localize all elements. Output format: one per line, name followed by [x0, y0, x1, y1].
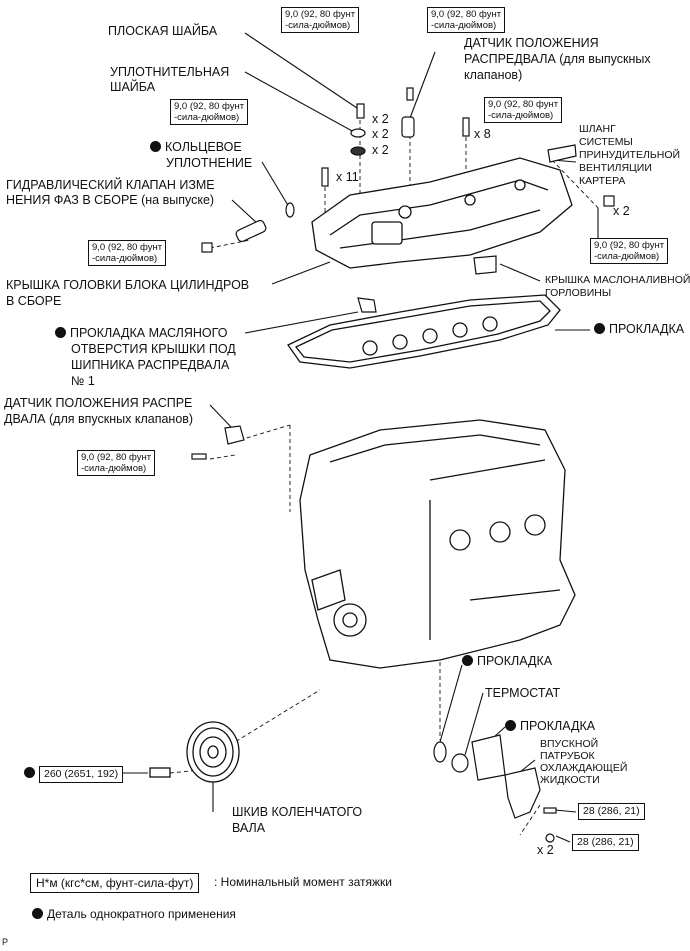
- torque-box-2: 9,0 (92, 80 фунт-сила-дюймов): [427, 7, 506, 33]
- seal-washer-part: [350, 146, 366, 156]
- inlet-nut-torque: 28 (286, 21): [572, 834, 639, 851]
- vvt-valve-label-1: ГИДРАВЛИЧЕСКИЙ КЛАПАН ИЗМЕ: [6, 178, 215, 192]
- pcv-hose-label-3: ПРИНУДИТЕЛЬНОЙ: [579, 149, 681, 161]
- water-inlet-part: [504, 767, 541, 819]
- single-use-dot: [32, 908, 43, 919]
- torque-box-5: 9,0 (92, 80 фунт-сила-дюймов): [88, 240, 167, 266]
- leader-head-cover: [271, 261, 331, 285]
- thermostat-part: [451, 753, 469, 773]
- qty-flat-washer: x 2: [372, 112, 389, 126]
- leader-seal-washer: [244, 71, 355, 133]
- o-ring-label-1: КОЛЬЦЕВОЕ: [150, 140, 242, 155]
- legend-single-use: Деталь однократного применения: [32, 907, 236, 922]
- flat-washer-part: [350, 128, 366, 138]
- torque-box-7: 9,0 (92, 80 фунт-сила-дюймов): [77, 450, 156, 476]
- single-use-dot: [505, 720, 516, 731]
- head-cover-label-2: В СБОРЕ: [6, 294, 62, 308]
- inlet-bolt-torque: 28 (286, 21): [578, 803, 645, 820]
- cam-sensor-ex-part: [401, 116, 415, 138]
- cam-cap-gasket-label-4: № 1: [71, 374, 95, 388]
- inlet-label-2: ПАТРУБОК: [540, 750, 595, 762]
- single-use-dot: [24, 767, 35, 778]
- leader-inlet-nut: [555, 835, 571, 843]
- vvt-valve-label-2: НЕНИЯ ФАЗ В СБОРЕ (на выпуске): [6, 193, 215, 207]
- legend-units-box: Н*м (кгс*см, фунт-сила-фут): [30, 873, 200, 893]
- cam-sensor-in-label-1: ДАТЧИК ПОЛОЖЕНИЯ РАСПРЕ: [4, 396, 193, 410]
- cam-cap-gasket-label-2: ОТВЕРСТИЯ КРЫШКИ ПОД: [71, 342, 236, 356]
- leader-inlet: [519, 759, 536, 773]
- figure-code: P: [2, 937, 9, 947]
- single-use-dot: [462, 655, 473, 666]
- torque-box-6: 9,0 (92, 80 фунт-сила-дюймов): [590, 238, 669, 264]
- qty-cover-bolts: x 11: [336, 170, 359, 184]
- seal-washer-label-1: УПЛОТНИТЕЛЬНАЯ: [110, 65, 230, 79]
- leader-gasket-lower1: [439, 664, 463, 743]
- torque-box-3: 9,0 (92, 80 фунт-сила-дюймов): [170, 99, 249, 125]
- inlet-label-1: ВПУСКНОЙ: [540, 738, 599, 750]
- pcv-hose-label-2: СИСТЕМЫ: [579, 136, 633, 148]
- leader-thermostat: [464, 692, 484, 756]
- qty-inlet-nut: x 2: [537, 843, 554, 857]
- pulley-label-1: ШКИВ КОЛЕНЧАТОГО: [232, 805, 363, 819]
- single-use-dot: [150, 141, 161, 152]
- leader-cam-sensor-ex: [409, 51, 436, 119]
- gasket-drawing: [287, 294, 561, 369]
- o-ring-label-2: УПЛОТНЕНИЕ: [166, 156, 253, 170]
- head-cover-drawing: [311, 157, 573, 269]
- leader-vvt-valve: [231, 199, 259, 225]
- cam-sensor-in-part: [224, 425, 245, 445]
- single-use-dot: [55, 327, 66, 338]
- pcv-hose-label-1: ШЛАНГ: [579, 123, 616, 135]
- legend-units-text: : Номинальный момент затяжки: [214, 875, 392, 889]
- flat-washer-label: ПЛОСКАЯ ШАЙБА: [108, 24, 218, 38]
- gasket-lower1-label: ПРОКЛАДКА: [462, 654, 552, 669]
- oil-cap-part: [473, 255, 497, 275]
- pcv-hose-label-4: ВЕНТИЛЯЦИИ: [579, 162, 652, 174]
- leader-o-ring: [261, 161, 293, 213]
- cam-cap-gasket-label-1: ПРОКЛАДКА МАСЛЯНОГО: [55, 326, 227, 341]
- pulley-label-2: ВАЛА: [232, 821, 266, 835]
- leader-flat-washer: [244, 32, 358, 109]
- crank-pulley-drawing: [149, 721, 240, 783]
- thermostat-label: ТЕРМОСТАТ: [485, 686, 561, 700]
- qty-seal-washer: x 2: [372, 127, 389, 141]
- seal-washer-label-2: ШАЙБА: [110, 80, 156, 94]
- cam-cap-gasket-label-3: ШИПНИКА РАСПРЕДВАЛА: [71, 358, 230, 372]
- engine-block-drawing: [299, 419, 576, 669]
- vvt-valve-part: [235, 219, 267, 243]
- pcv-hose-part: [547, 144, 577, 163]
- inlet-label-4: ЖИДКОСТИ: [540, 774, 600, 786]
- gasket-lower2-part: [471, 734, 506, 781]
- inlet-label-3: ОХЛАЖДАЮЩЕЙ: [540, 762, 628, 774]
- qty-bolt-c: x 2: [372, 143, 389, 157]
- pulley-bolt-torque: 260 (2651, 192): [24, 766, 124, 783]
- torque-box-4: 9,0 (92, 80 фунт-сила-дюймов): [484, 97, 563, 123]
- gasket-label: ПРОКЛАДКА: [594, 322, 684, 337]
- single-use-dot: [594, 323, 605, 334]
- torque-box-1: 9,0 (92, 80 фунт-сила-дюймов): [281, 7, 360, 33]
- gasket-lower2-label: ПРОКЛАДКА: [505, 719, 595, 734]
- leader-oil-cap: [499, 263, 541, 282]
- cam-sensor-in-label-2: ДВАЛА (для впускных клапанов): [4, 412, 194, 426]
- leader-cam-sensor-in: [209, 404, 233, 429]
- oil-cap-label-2: ГОРЛОВИНЫ: [545, 287, 612, 299]
- head-cover-label-1: КРЫШКА ГОЛОВКИ БЛОКА ЦИЛИНДРОВ: [6, 278, 250, 292]
- oil-cap-label-1: КРЫШКА МАСЛОНАЛИВНОЙ: [545, 274, 690, 286]
- qty-pcv-nut: x 2: [613, 204, 630, 218]
- cam-sensor-ex-label-2: РАСПРЕДВАЛА (для выпускных: [464, 52, 651, 66]
- qty-x8: x 8: [474, 127, 491, 141]
- leader-cam-cap-gasket: [244, 311, 359, 334]
- cam-sensor-ex-label-1: ДАТЧИК ПОЛОЖЕНИЯ: [464, 36, 599, 50]
- pcv-hose-label-5: КАРТЕРА: [579, 175, 626, 187]
- cam-sensor-ex-label-3: клапанов): [464, 68, 523, 82]
- gasket-lower1-part: [433, 741, 447, 763]
- leader-inlet-bolt: [554, 809, 577, 813]
